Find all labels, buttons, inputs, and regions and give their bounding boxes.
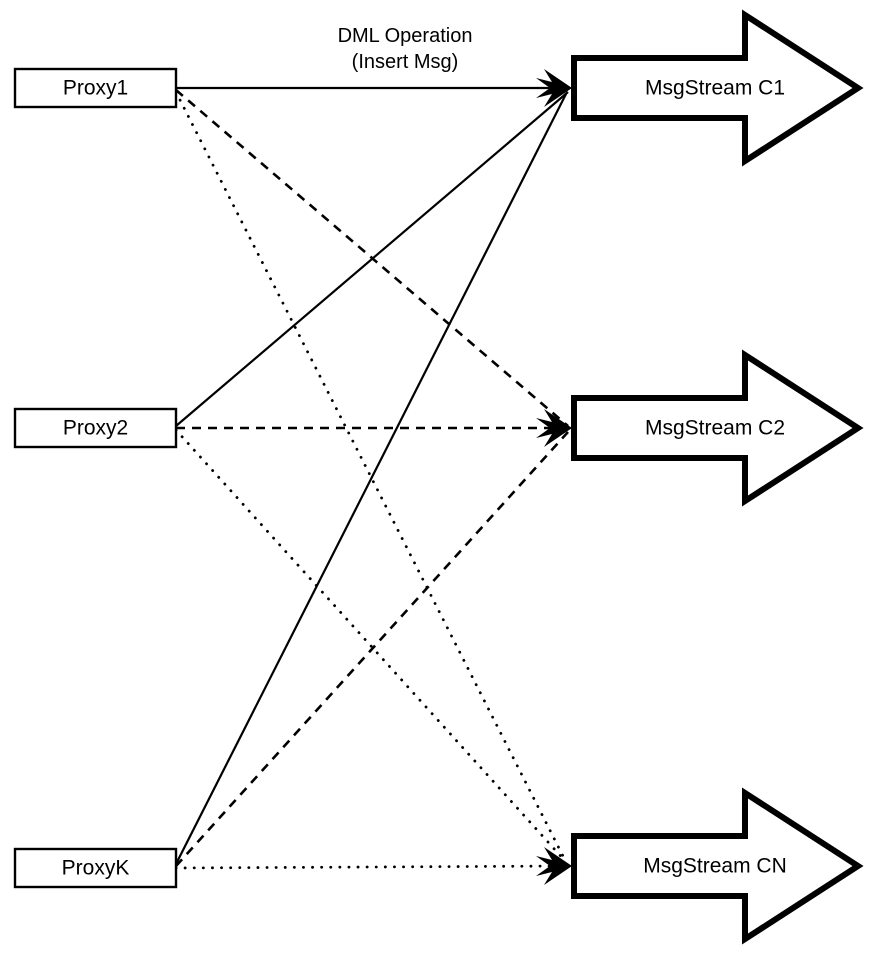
arrowhead-icon-msgstream-c2 <box>536 409 572 447</box>
proxyk-label: ProxyK <box>62 857 130 880</box>
proxy-nodes: Proxy1 Proxy2 ProxyK <box>13 67 178 889</box>
proxy2-label: Proxy2 <box>63 417 128 440</box>
msgstream-c1-label: MsgStream C1 <box>645 77 785 100</box>
msgstream-c2-label: MsgStream C2 <box>645 417 785 440</box>
connection-proxyk-to-msgstream-c2[interactable] <box>175 431 569 867</box>
arrowhead-icon-msgstream-cn <box>536 847 572 885</box>
arrowhead-layer <box>536 69 572 885</box>
msgstream-c1-arrow-shape[interactable] <box>571 9 864 167</box>
edge-label-dml-operation: DML Operation (Insert Msg) <box>338 25 473 73</box>
node-proxy1[interactable]: Proxy1 <box>13 67 178 109</box>
edge-label-line-1: DML Operation <box>338 25 473 47</box>
proxy1-box[interactable] <box>13 67 178 109</box>
edge-label-line-2: (Insert Msg) <box>352 51 459 73</box>
connection-proxyk-to-msgstream-cn[interactable] <box>174 864 572 870</box>
msgstream-cn-label: MsgStream CN <box>643 855 787 878</box>
proxyk-box[interactable] <box>13 847 178 889</box>
msgstream-cn-arrow-shape[interactable] <box>571 787 864 945</box>
node-msgstream-c1[interactable]: MsgStream C1 <box>571 9 864 167</box>
proxy2-box[interactable] <box>13 407 178 449</box>
connection-proxy1-to-msgstream-cn[interactable] <box>174 90 568 864</box>
node-proxy2[interactable]: Proxy2 <box>13 407 178 449</box>
msgstream-c2-arrow-shape[interactable] <box>571 349 864 507</box>
connection-proxy2-to-msgstream-c1[interactable] <box>175 91 569 427</box>
node-msgstream-cn[interactable]: MsgStream CN <box>571 787 864 945</box>
node-proxyk[interactable]: ProxyK <box>13 847 178 889</box>
connection-layer <box>174 86 572 870</box>
node-msgstream-c2[interactable]: MsgStream C2 <box>571 349 864 507</box>
msgstream-nodes: MsgStream C1 MsgStream C2 MsgStream CN <box>571 9 864 945</box>
arrowhead-icon-msgstream-c1 <box>536 69 572 107</box>
connection-proxyk-to-msgstream-c1[interactable] <box>175 93 567 865</box>
connection-proxy2-to-msgstream-cn[interactable] <box>174 428 568 864</box>
proxy1-label: Proxy1 <box>63 77 128 100</box>
